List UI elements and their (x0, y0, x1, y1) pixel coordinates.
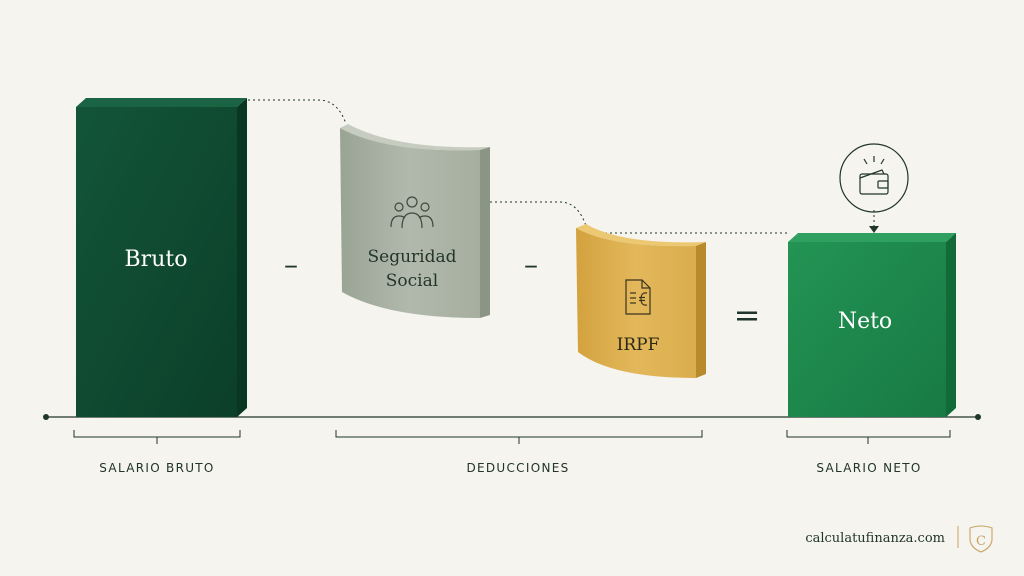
seguridad-label-line2: Social (386, 271, 438, 291)
people-group-icon (390, 196, 434, 229)
neto-block: Neto (788, 233, 956, 417)
label-salario-neto: SALARIO NETO (816, 461, 921, 475)
minus-operator-2: – (524, 248, 538, 281)
seguridad-social-block: Seguridad Social (340, 124, 490, 318)
irpf-block: IRPF (576, 224, 706, 378)
brackets (73, 430, 951, 444)
logo-shield-icon: C (969, 525, 993, 553)
equals-operator: = (734, 296, 761, 334)
brand-link[interactable]: calculatufinanza.com (805, 531, 945, 546)
wallet-icon (839, 143, 909, 213)
bruto-block: Bruto (76, 98, 247, 417)
label-deducciones: DEDUCCIONES (466, 461, 569, 475)
label-salario-bruto: SALARIO BRUTO (99, 461, 214, 475)
neto-label: Neto (838, 309, 892, 334)
neto-arrow-icon (869, 226, 879, 233)
bruto-label: Bruto (125, 247, 188, 272)
euro-document-icon (625, 279, 651, 315)
irpf-label: IRPF (617, 335, 660, 355)
minus-operator-1: – (284, 248, 298, 281)
seguridad-label-line1: Seguridad (367, 247, 456, 267)
logo-letter: C (976, 534, 986, 549)
